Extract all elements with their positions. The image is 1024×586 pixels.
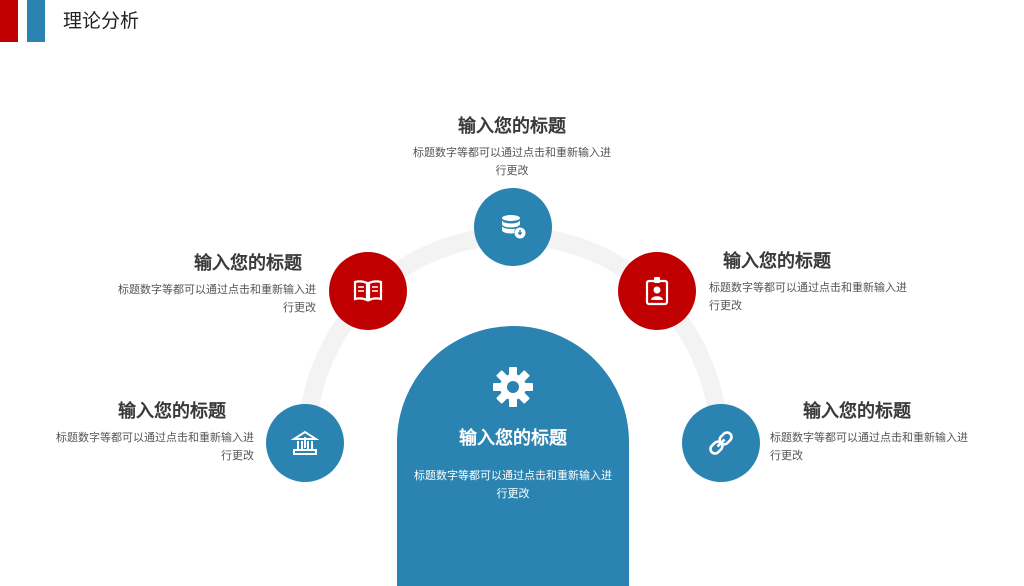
bank-icon bbox=[291, 429, 319, 457]
node-upper-right-title: 输入您的标题 bbox=[723, 251, 831, 272]
link-icon bbox=[707, 429, 735, 457]
node-upper-left-title: 输入您的标题 bbox=[194, 253, 302, 274]
node-top-title: 输入您的标题 bbox=[458, 116, 566, 137]
center-title: 输入您的标题 bbox=[459, 428, 567, 449]
database-icon bbox=[498, 212, 528, 242]
node-upper-right-circle bbox=[618, 252, 696, 330]
node-top-circle bbox=[474, 188, 552, 266]
node-upper-left-circle bbox=[329, 252, 407, 330]
page-title: 理论分析 bbox=[63, 10, 140, 32]
center-desc: 标题数字等都可以通过点击和重新输入进行更改 bbox=[414, 469, 612, 500]
id-badge-icon bbox=[644, 276, 670, 306]
node-lower-right-circle bbox=[682, 404, 760, 482]
gear-icon bbox=[491, 365, 535, 413]
node-top-desc: 标题数字等都可以通过点击和重新输入进行更改 bbox=[413, 146, 611, 177]
node-lower-left-title: 输入您的标题 bbox=[118, 401, 226, 422]
node-lower-left-circle bbox=[266, 404, 344, 482]
node-upper-left-desc: 标题数字等都可以通过点击和重新输入进行更改 bbox=[118, 283, 316, 314]
book-icon bbox=[353, 279, 383, 303]
node-lower-right-desc: 标题数字等都可以通过点击和重新输入进行更改 bbox=[770, 431, 968, 462]
node-upper-right-desc: 标题数字等都可以通过点击和重新输入进行更改 bbox=[709, 281, 907, 312]
node-lower-left-desc: 标题数字等都可以通过点击和重新输入进行更改 bbox=[56, 431, 254, 462]
header-blue-bar bbox=[27, 0, 45, 42]
header-red-bar bbox=[0, 0, 18, 42]
node-lower-right-title: 输入您的标题 bbox=[803, 401, 911, 422]
